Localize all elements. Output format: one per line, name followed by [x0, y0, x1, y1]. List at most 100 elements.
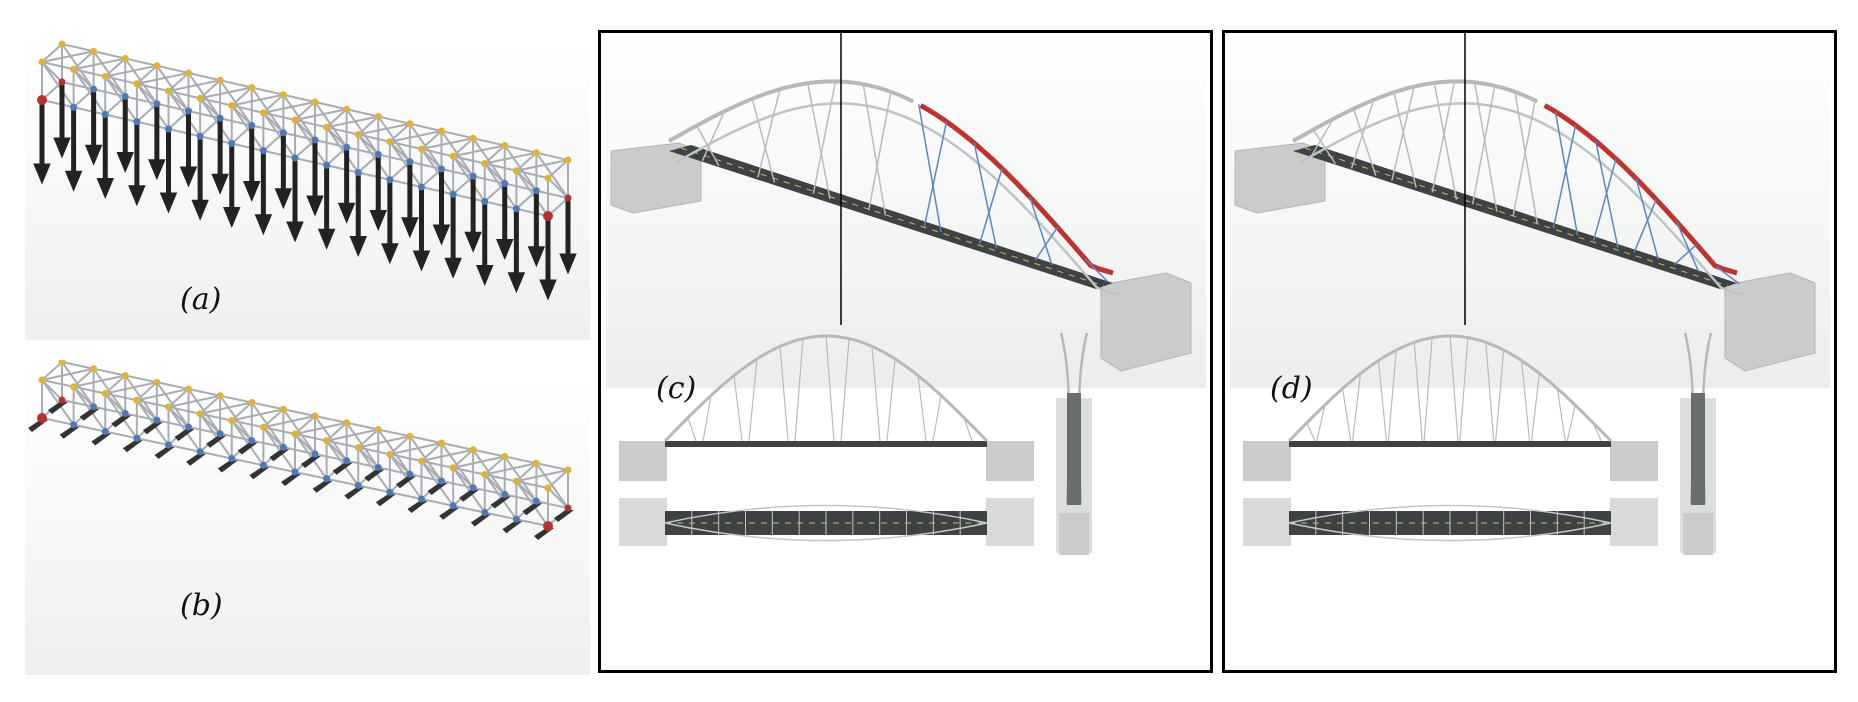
- hanger-cable: [1029, 196, 1053, 266]
- hanger-cable: [1431, 81, 1456, 193]
- load-arrow-icon: [401, 217, 419, 239]
- elevation-hanger: [794, 338, 804, 442]
- truss-node: [165, 403, 172, 411]
- truss-member: [199, 413, 233, 460]
- panel-d: (d): [1222, 30, 1837, 673]
- truss-member: [262, 408, 285, 428]
- truss-member: [421, 460, 454, 469]
- truss-member: [389, 178, 422, 188]
- hanger-cable: [701, 110, 726, 162]
- truss-node: [543, 521, 553, 531]
- truss-member: [199, 79, 221, 99]
- truss-member: [504, 455, 537, 465]
- truss-member: [536, 189, 569, 199]
- truss-member: [230, 419, 265, 466]
- truss-node: [291, 154, 299, 162]
- truss-node: [279, 91, 287, 99]
- hanger-cable: [751, 98, 776, 183]
- truss-member: [41, 61, 74, 71]
- truss-node: [153, 378, 161, 386]
- elevation-left-abutment: [1243, 441, 1291, 481]
- truss-node: [501, 180, 509, 187]
- truss-node: [311, 412, 319, 420]
- truss-node: [133, 118, 141, 126]
- truss-node: [564, 194, 572, 202]
- truss-member: [357, 428, 379, 449]
- load-arrow-icon: [48, 402, 68, 414]
- truss-member: [231, 86, 253, 107]
- truss-member: [314, 139, 347, 149]
- truss-member: [168, 406, 201, 415]
- hanger-cable: [1391, 86, 1415, 181]
- truss-member: [282, 408, 316, 455]
- truss-node: [58, 360, 66, 366]
- truss-node: [58, 396, 66, 404]
- load-arrow-icon: [91, 433, 112, 446]
- truss-member: [136, 65, 158, 85]
- truss-node: [438, 127, 445, 135]
- truss-node: [532, 149, 540, 157]
- truss-member: [105, 430, 138, 440]
- truss-node: [90, 47, 98, 55]
- load-arrow-icon: [28, 420, 48, 432]
- load-arrow-icon: [412, 250, 431, 272]
- truss-member: [535, 462, 569, 509]
- truss-node: [481, 198, 489, 205]
- elevation-hanger: [1520, 360, 1531, 442]
- truss-member: [484, 144, 506, 165]
- truss-member: [483, 162, 518, 210]
- truss-member: [283, 408, 316, 417]
- truss-member: [156, 381, 190, 428]
- elevation-hanger: [1495, 350, 1505, 442]
- truss-node: [323, 437, 331, 445]
- load-arrow-icon: [96, 178, 114, 199]
- truss-member: [452, 155, 485, 165]
- truss-member: [516, 159, 569, 172]
- plan-arch-outline: [664, 504, 988, 542]
- load-arrow-icon: [53, 137, 71, 159]
- truss-node: [185, 69, 192, 77]
- truss-member: [156, 381, 189, 390]
- truss-member: [484, 455, 506, 476]
- right-abutment: [1724, 272, 1816, 372]
- truss-member: [536, 462, 569, 471]
- truss-member: [105, 381, 158, 395]
- truss-member: [168, 79, 221, 92]
- load-arrow-icon: [349, 236, 367, 257]
- truss-node: [311, 450, 319, 458]
- elevation-hanger: [702, 395, 712, 442]
- truss-member: [73, 385, 106, 395]
- lane-marking: [680, 147, 1105, 287]
- truss-node: [216, 392, 224, 400]
- truss-member: [472, 448, 505, 458]
- plan-right-abutment: [1610, 498, 1658, 546]
- truss-member: [219, 117, 252, 127]
- truss-member: [358, 171, 391, 181]
- hanger-cable: [1433, 82, 1458, 200]
- truss-node: [323, 123, 331, 131]
- truss-member: [105, 113, 138, 123]
- truss-member: [515, 480, 549, 527]
- truss-member: [441, 480, 474, 489]
- truss-node: [121, 55, 129, 62]
- truss-member: [358, 133, 391, 143]
- truss-node: [121, 372, 129, 379]
- load-arrow-icon: [243, 181, 261, 202]
- elevation-hanger: [687, 417, 697, 442]
- truss-member: [503, 455, 538, 502]
- truss-node: [37, 413, 47, 423]
- truss-member: [358, 122, 411, 136]
- truss-member: [231, 104, 264, 114]
- truss-member: [136, 388, 189, 402]
- truss-node: [532, 459, 540, 467]
- truss-member: [346, 459, 379, 469]
- truss-member: [421, 137, 474, 150]
- truss-node: [311, 98, 319, 106]
- truss-member: [421, 148, 454, 158]
- truss-node: [121, 93, 129, 100]
- elevation-hanger: [779, 346, 789, 442]
- truss-member: [61, 43, 94, 53]
- load-arrow-icon: [427, 483, 448, 495]
- truss-node: [449, 502, 457, 510]
- truss-node: [418, 495, 425, 503]
